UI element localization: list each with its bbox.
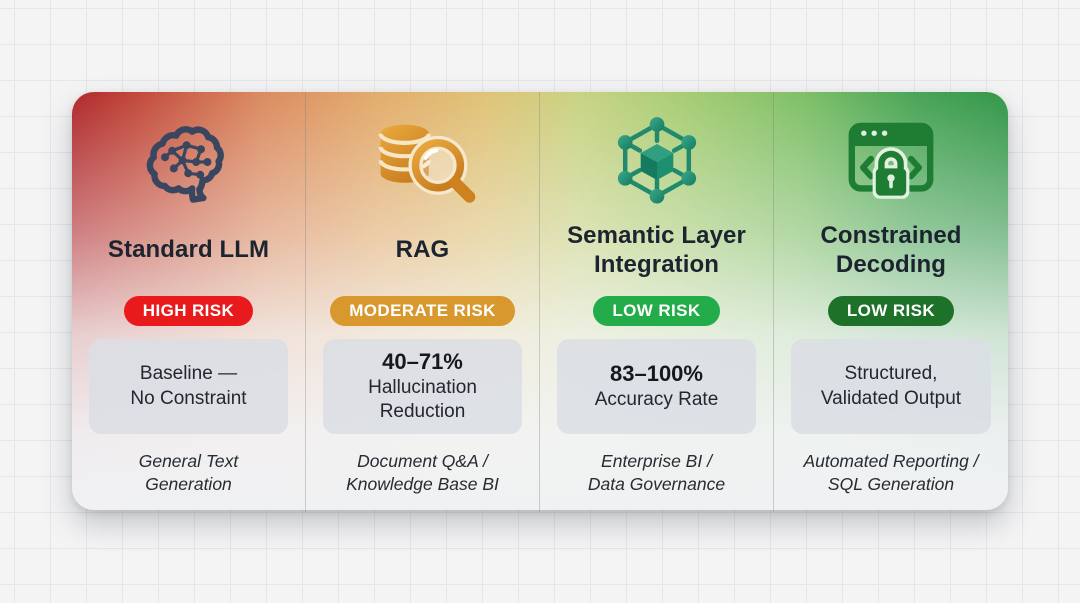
column-caption: Document Q&A / Knowledge Base BI bbox=[346, 451, 499, 494]
stat-box: 83–100%Accuracy Rate bbox=[557, 339, 756, 434]
database-search-icon bbox=[369, 110, 477, 214]
risk-badge: HIGH RISK bbox=[123, 296, 254, 326]
column-caption: Automated Reporting / SQL Generation bbox=[803, 451, 979, 494]
column-caption: Enterprise BI / Data Governance bbox=[587, 451, 726, 494]
column-title: Constrained Decoding bbox=[820, 221, 962, 278]
stat-box: Baseline — No Constraint bbox=[89, 339, 288, 434]
column-standard-llm: Standard LLM HIGH RISK Baseline — No Con… bbox=[72, 92, 306, 512]
risk-badge: LOW RISK bbox=[593, 296, 720, 326]
stat-text: Accuracy Rate bbox=[594, 388, 719, 410]
stat-box: Structured, Validated Output bbox=[791, 339, 991, 434]
brain-network-icon bbox=[137, 110, 241, 214]
stat-box: 40–71%Hallucination Reduction bbox=[323, 339, 522, 434]
column-title: RAG bbox=[395, 236, 450, 264]
browser-lock-icon bbox=[839, 110, 943, 214]
column-rag: RAG MODERATE RISK 40–71%Hallucination Re… bbox=[306, 92, 540, 512]
risk-badge: LOW RISK bbox=[827, 296, 955, 326]
stat-text: Hallucination Reduction bbox=[368, 376, 477, 423]
stat-highlight: 83–100% bbox=[610, 361, 703, 387]
stat-text: Structured, Validated Output bbox=[820, 362, 962, 409]
stat-text: Baseline — No Constraint bbox=[130, 362, 247, 409]
column-constrained-decoding: Constrained Decoding LOW RISK Structured… bbox=[774, 92, 1008, 512]
risk-badge: MODERATE RISK bbox=[330, 296, 515, 326]
stat-highlight: 40–71% bbox=[382, 349, 463, 375]
column-semantic-layer: Semantic Layer Integration LOW RISK 83–1… bbox=[540, 92, 774, 512]
column-caption: General Text Generation bbox=[138, 451, 239, 494]
semantic-network-cube-icon bbox=[604, 110, 710, 214]
column-title: Standard LLM bbox=[107, 236, 270, 264]
column-title: Semantic Layer Integration bbox=[567, 221, 746, 278]
risk-comparison-card: Standard LLM HIGH RISK Baseline — No Con… bbox=[72, 92, 1008, 512]
